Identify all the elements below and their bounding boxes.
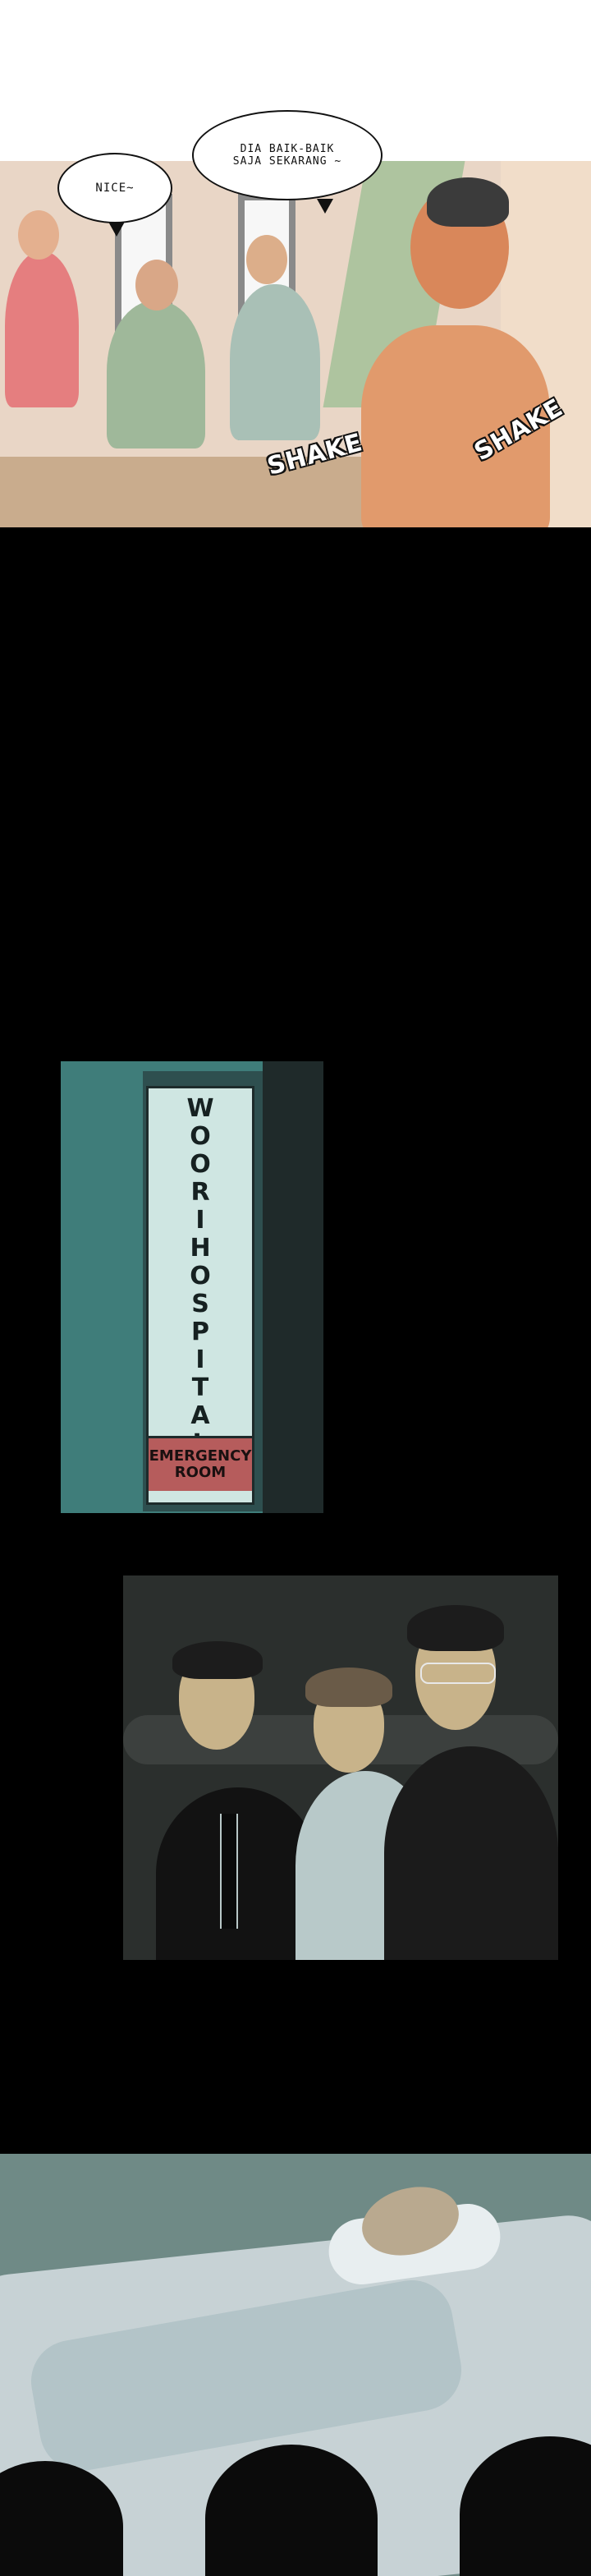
emergency-room-line-2: ROOM (174, 1464, 227, 1481)
hospital-sign-vertical-text: W O O R I H O S P I T A L (149, 1097, 252, 1456)
man-left-suit (156, 1787, 320, 1960)
man-right-hair (407, 1605, 504, 1651)
sign-letter: I (195, 1346, 205, 1374)
emergency-room-label: EMERGENCY ROOM (149, 1436, 252, 1491)
panel-three-people (123, 1576, 558, 1960)
man-left-hair (172, 1641, 263, 1679)
hospital-sign: W O O R I H O S P I T A L EMERGENCY ROOM (146, 1086, 254, 1505)
sign-letter: O (190, 1262, 211, 1290)
speech-bubble-nice-tail (108, 222, 125, 237)
speech-bubble-baik-tail (317, 199, 333, 214)
sign-letter: P (191, 1318, 209, 1346)
big-man-hair (427, 177, 509, 227)
man-glasses (230, 284, 320, 440)
sign-letter: W (186, 1094, 214, 1123)
emergency-room-line-1: EMERGENCY (149, 1447, 252, 1465)
panel-living-room: SHAKE SHAKE (0, 161, 591, 527)
door-dark (263, 1061, 323, 1513)
woman-pink (5, 251, 79, 407)
speech-bubble-nice: NICE~ (57, 153, 172, 223)
speech-bubble-baik: DIA BAIK-BAIK SAJA SEKARANG ~ (192, 110, 383, 200)
sign-letter: I (195, 1206, 205, 1235)
man-right-glasses (420, 1663, 496, 1684)
panel-hospital-bed (0, 2154, 591, 2576)
big-man (361, 325, 550, 527)
sign-letter: O (190, 1150, 211, 1179)
sign-letter: S (191, 1290, 209, 1318)
man-left-tie (220, 1814, 238, 1929)
foreground-head-mid (205, 2445, 378, 2576)
man-glasses-head (246, 235, 287, 284)
woman-head (18, 210, 59, 260)
sign-letter: H (190, 1234, 211, 1263)
sign-letter: T (191, 1373, 209, 1402)
man-right-suit (384, 1746, 558, 1960)
woman-hair (305, 1668, 392, 1707)
sign-letter: O (190, 1122, 211, 1151)
sign-letter: A (190, 1401, 210, 1430)
panel-hospital-sign: W O O R I H O S P I T A L EMERGENCY ROOM (61, 1061, 323, 1513)
old-man (107, 301, 205, 448)
old-man-head (135, 260, 178, 310)
sign-letter: R (190, 1178, 210, 1207)
